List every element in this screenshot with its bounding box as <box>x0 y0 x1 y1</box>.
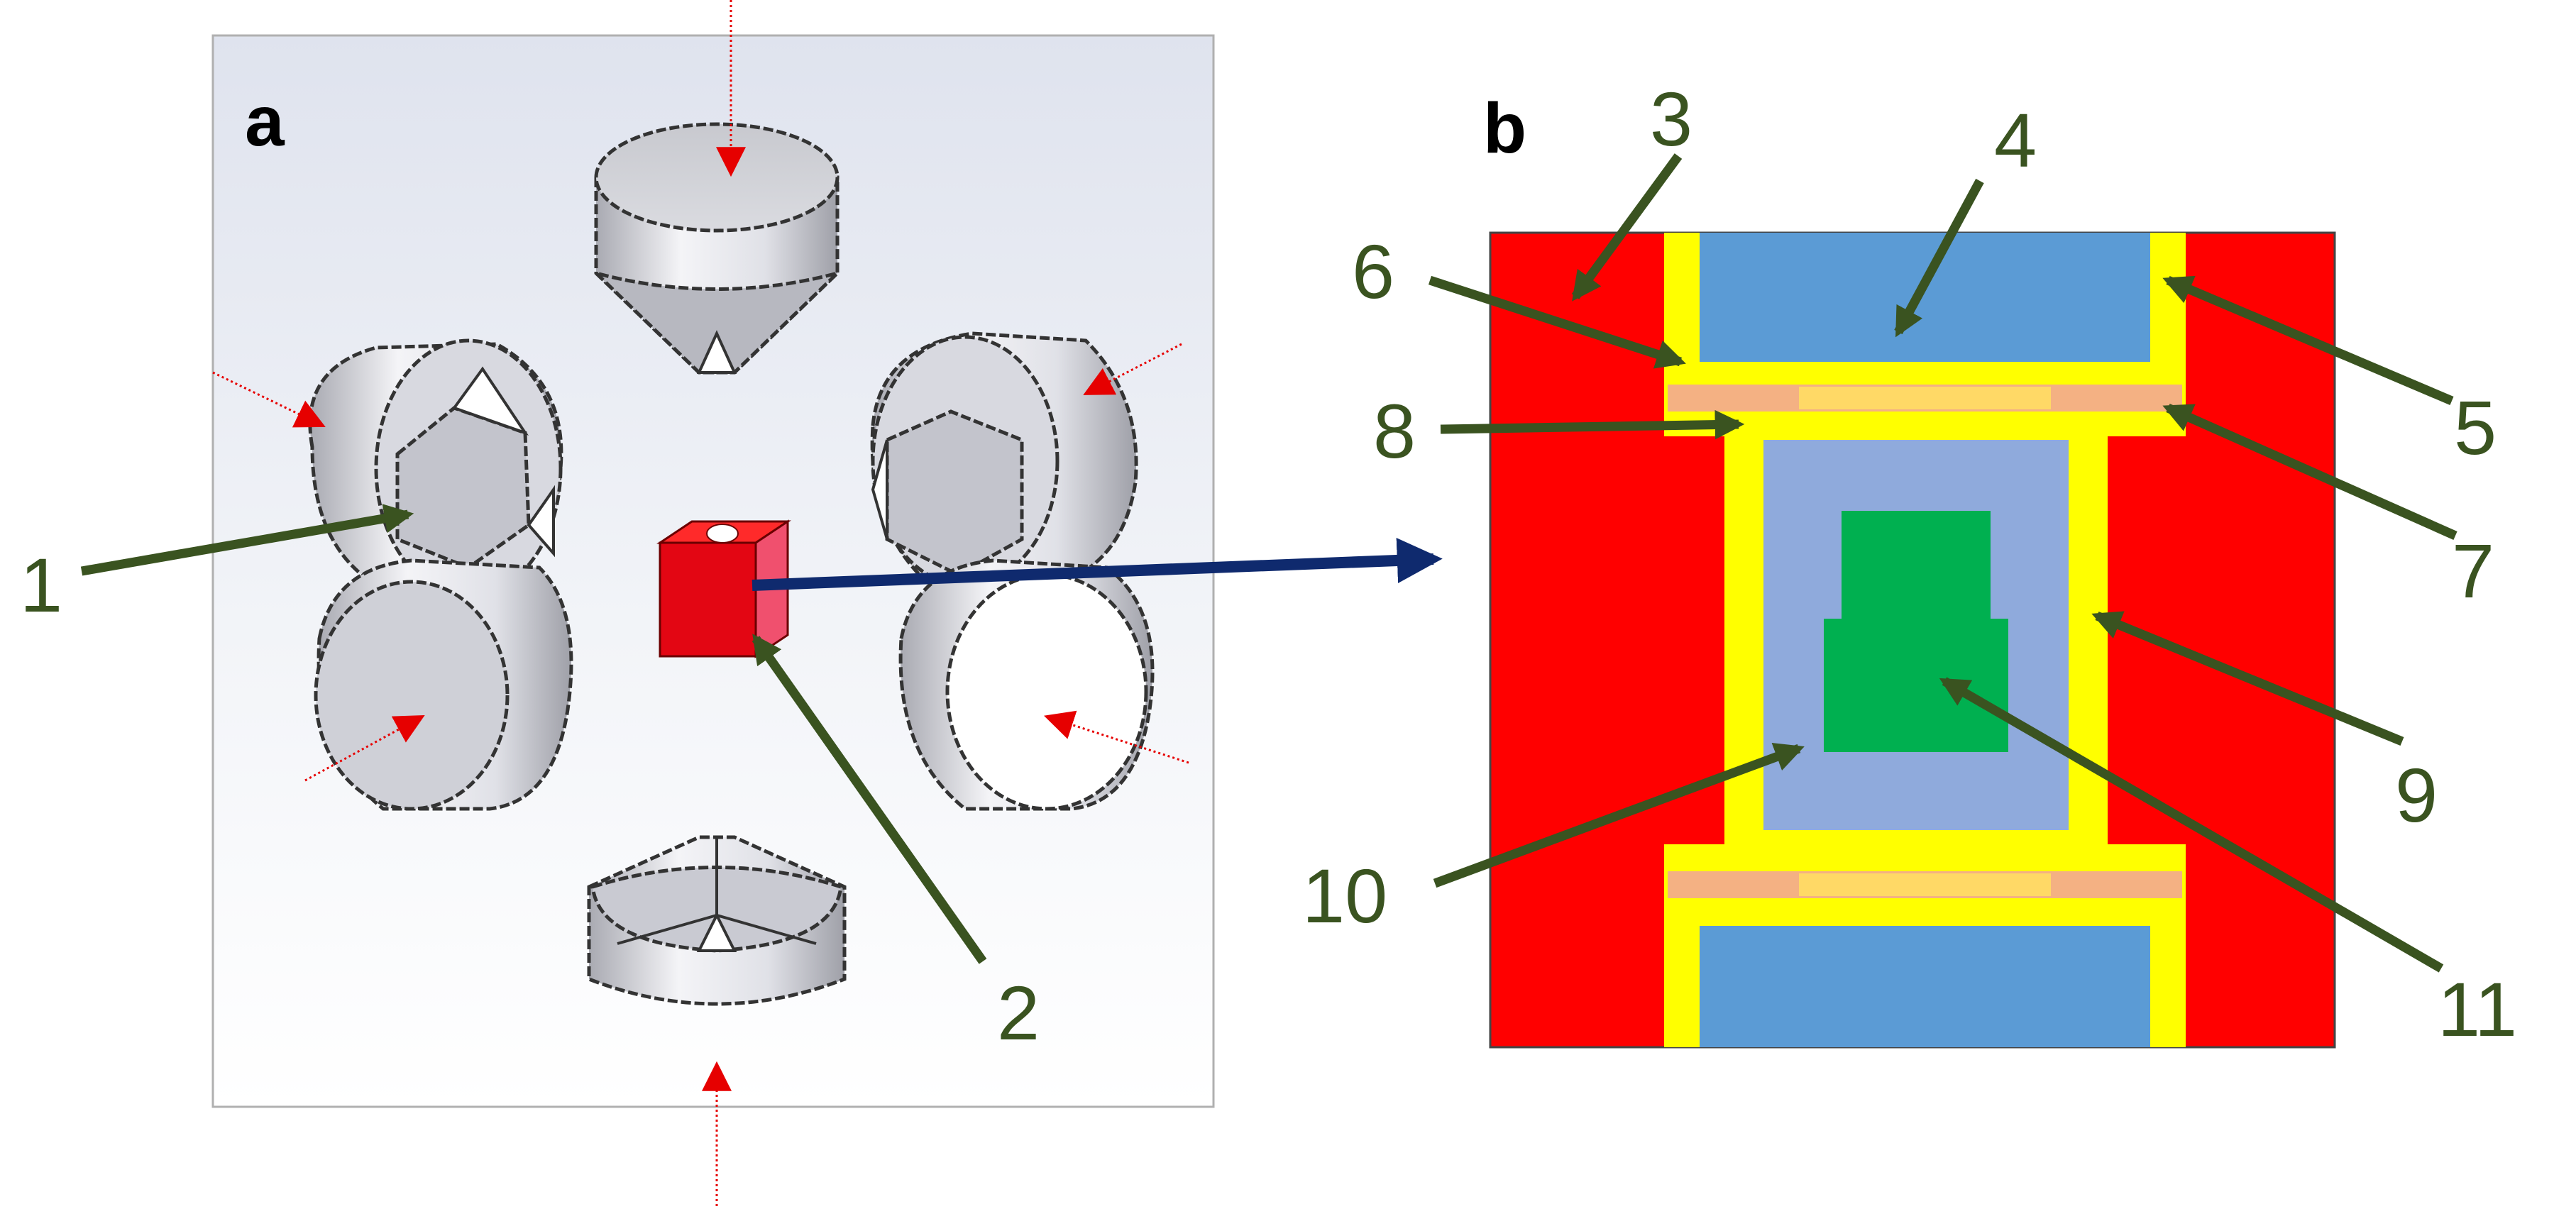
bottom-disk-inner <box>1799 873 2051 896</box>
callout-label-6: 6 <box>1352 228 1394 314</box>
callout-label-5: 5 <box>2454 385 2497 470</box>
anvil-lower-right <box>898 558 1155 811</box>
panel-a-letter: a <box>245 82 285 161</box>
force-arrows <box>212 0 1189 1206</box>
anvil-upper-left <box>308 338 563 598</box>
anvil-top <box>590 122 844 375</box>
force-arrow-upper-right <box>1083 343 1182 395</box>
callout-label-7: 7 <box>2452 528 2494 614</box>
callout-label-9: 9 <box>2395 752 2438 838</box>
callouts: 1 2 3 4 5 6 7 8 9 10 11 <box>20 76 2517 1056</box>
callout-arrow-2 <box>752 634 987 964</box>
top-steel-plug <box>1700 233 2150 362</box>
callout-arrow-8 <box>1440 409 1745 440</box>
callout-label-3: 3 <box>1650 76 1692 162</box>
callout-arrow-9 <box>2091 611 2404 746</box>
callout-label-8: 8 <box>1373 388 1416 474</box>
callout-arrow-11 <box>1939 677 2444 973</box>
force-arrow-lower-right <box>1044 710 1189 764</box>
callout-label-11: 11 <box>2438 966 2517 1052</box>
callout-arrow-7 <box>2162 404 2457 540</box>
force-arrow-upper-left <box>212 371 326 428</box>
anvil-upper-right <box>870 331 1138 598</box>
green-sample <box>1824 511 2008 752</box>
panel-b-letter: b <box>1483 89 1526 168</box>
panel-b: b <box>1483 89 2336 1049</box>
callout-arrow-6 <box>1428 275 1686 369</box>
bottom-steel-plug <box>1700 926 2150 1047</box>
anvil-bottom <box>587 835 847 1006</box>
anvil-lower-left <box>314 558 573 811</box>
callout-arrow-5 <box>2162 275 2454 405</box>
link-arrow <box>752 537 1443 591</box>
callout-arrow-1 <box>80 504 414 576</box>
callout-label-2: 2 <box>997 970 1040 1056</box>
callout-label-1: 1 <box>20 542 62 628</box>
top-disk-inner <box>1799 387 2051 409</box>
callout-arrow-4 <box>1894 178 1984 338</box>
callout-label-4: 4 <box>1994 97 2037 183</box>
force-arrow-lower-left <box>304 714 425 782</box>
callout-label-10: 10 <box>1302 853 1387 939</box>
callout-arrow-3 <box>1571 153 1683 302</box>
panel-a: a <box>211 0 1215 1206</box>
callout-arrow-10 <box>1433 743 1805 888</box>
